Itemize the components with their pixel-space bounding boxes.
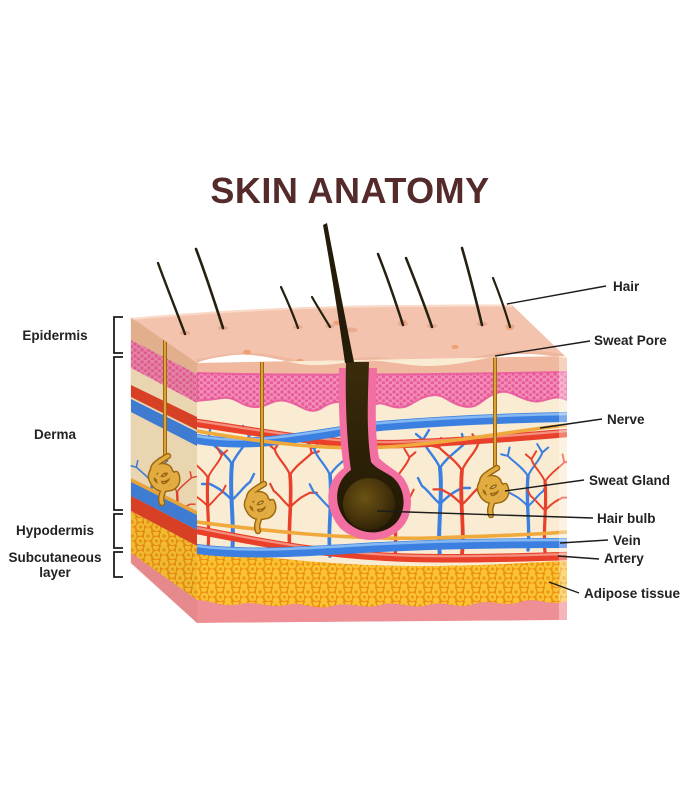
leader-sweat-pore (494, 340, 591, 357)
bracket-subcutaneous (113, 551, 123, 578)
label-sweat-gland: Sweat Gland (589, 473, 671, 488)
leader-artery (557, 555, 600, 560)
left-face (130, 316, 198, 624)
label-sweat-pore: Sweat Pore (594, 333, 667, 348)
label-subcutaneous: Subcutaneous layer (8, 550, 102, 581)
lower-vessels (197, 520, 567, 563)
label-artery: Artery (604, 551, 644, 566)
upper-vessels (197, 412, 567, 450)
leader-nerve (539, 418, 603, 429)
label-brackets (113, 316, 123, 578)
label-epidermis: Epidermis (22, 328, 88, 343)
label-adipose-tissue: Adipose tissue (584, 586, 681, 601)
artery-upper (197, 418, 567, 449)
front-face (197, 356, 567, 623)
leader-vein (559, 539, 609, 544)
label-derma: Derma (33, 427, 77, 442)
page-title: SKIN ANATOMY (210, 170, 490, 211)
main-hair-shaft (323, 223, 354, 363)
bracket-epidermis (113, 316, 123, 354)
label-hair-bulb: Hair bulb (597, 511, 656, 526)
vein-upper (197, 412, 567, 448)
epidermis-layer (197, 370, 567, 412)
bracket-hypodermis (113, 513, 123, 549)
epidermis-surface-band (197, 356, 567, 375)
hairs (156, 223, 512, 363)
label-vein: Vein (613, 533, 641, 548)
vein-lower (197, 538, 567, 558)
leader-sweat-gland (504, 479, 585, 492)
leader-hair (506, 285, 607, 305)
artery-lower (197, 525, 567, 563)
leader-lines (376, 285, 609, 594)
adipose-layer (197, 548, 567, 608)
leader-adipose (548, 581, 580, 594)
label-nerve: Nerve (607, 412, 645, 427)
nerve-lower (197, 520, 567, 541)
leader-hair-bulb (376, 510, 594, 519)
label-hypodermis: Hypodermis (15, 523, 95, 538)
hair-bulb (343, 478, 395, 530)
bracket-derma (113, 356, 123, 511)
nerve-line (197, 423, 567, 450)
label-hair: Hair (613, 279, 640, 294)
